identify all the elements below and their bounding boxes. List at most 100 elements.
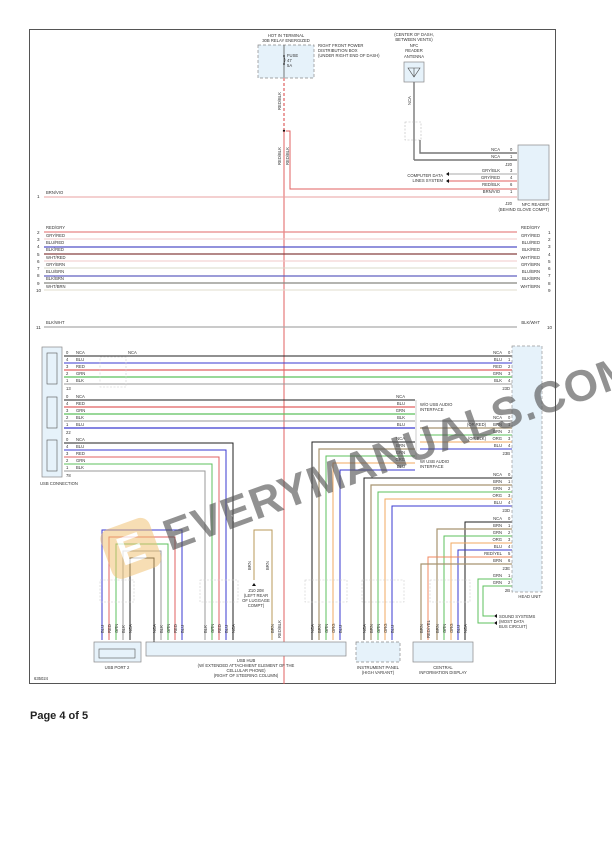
svg-text:INTERFACE: INTERFACE bbox=[420, 407, 444, 412]
svg-text:4: 4 bbox=[548, 252, 551, 257]
svg-text:BLU: BLU bbox=[397, 464, 405, 469]
data-arrow-icon bbox=[446, 172, 449, 183]
svg-text:0: 0 bbox=[66, 437, 69, 442]
svg-text:GRY/BLK: GRY/BLK bbox=[482, 168, 500, 173]
ground-wire-label-2: BRN bbox=[265, 561, 270, 570]
svg-text:23D: 23D bbox=[502, 508, 510, 513]
svg-text:1: 1 bbox=[508, 573, 511, 578]
svg-text:22: 22 bbox=[66, 430, 71, 435]
svg-text:NCA: NCA bbox=[491, 154, 500, 159]
central-display-box bbox=[412, 641, 474, 663]
bus-wires bbox=[44, 231, 517, 328]
svg-text:BLK: BLK bbox=[494, 378, 502, 383]
nfc-antenna-label-2: BETWEEN VENTS) bbox=[395, 37, 433, 42]
svg-text:3: 3 bbox=[508, 493, 511, 498]
svg-text:ORG: ORG bbox=[492, 537, 502, 542]
svg-text:BLK/RED: BLK/RED bbox=[522, 247, 540, 252]
svg-text:BLU: BLU bbox=[456, 625, 461, 633]
svg-text:GRN: GRN bbox=[76, 408, 85, 413]
svg-text:GRY/RED: GRY/RED bbox=[46, 233, 65, 238]
svg-text:23B: 23B bbox=[503, 451, 511, 456]
svg-text:9: 9 bbox=[548, 288, 551, 293]
svg-text:4: 4 bbox=[66, 444, 69, 449]
svg-text:BRN: BRN bbox=[493, 422, 502, 427]
nfc-antenna-label-4: READER bbox=[405, 48, 422, 53]
svg-text:6: 6 bbox=[508, 558, 511, 563]
svg-text:GRY/BRN: GRY/BRN bbox=[521, 262, 540, 267]
svg-text:BRN: BRN bbox=[396, 443, 405, 448]
svg-text:NCA: NCA bbox=[493, 350, 502, 355]
svg-text:4: 4 bbox=[508, 378, 511, 383]
svg-text:BLK: BLK bbox=[76, 465, 84, 470]
nfc-antenna-label-1: (CENTER OF DASH, bbox=[394, 32, 434, 37]
svg-text:8: 8 bbox=[548, 281, 551, 286]
power-title-1: HOT IN TERMINAL bbox=[268, 33, 305, 38]
figure-id: 635024 bbox=[34, 676, 49, 681]
ground-icon bbox=[252, 583, 256, 586]
svg-text:RED: RED bbox=[173, 624, 178, 633]
svg-text:WHT/RED: WHT/RED bbox=[520, 255, 540, 260]
usb-connection-box bbox=[41, 346, 63, 478]
svg-text:BLU: BLU bbox=[76, 422, 84, 427]
svg-text:9: 9 bbox=[37, 281, 40, 286]
w-usb-interface-wires bbox=[311, 441, 415, 640]
svg-text:BLU: BLU bbox=[397, 401, 405, 406]
svg-text:4: 4 bbox=[508, 500, 511, 505]
svg-text:4: 4 bbox=[66, 357, 69, 362]
power-distribution-box bbox=[257, 44, 315, 79]
instrument-panel-label-2: (HIGH VARIANT) bbox=[362, 670, 395, 675]
svg-text:GRN: GRN bbox=[76, 458, 85, 463]
svg-text:ORG: ORG bbox=[331, 623, 336, 633]
ground-loc-3: COMPT) bbox=[248, 603, 265, 608]
svg-text:BRN: BRN bbox=[435, 624, 440, 633]
wo-usb-interface-labels: NCA BLU GRN BLK BLU W/O USB AUDIO INTERF… bbox=[396, 394, 453, 427]
or-blk-note: (OR BLK) bbox=[468, 436, 487, 441]
svg-text:BLU/BRN: BLU/BRN bbox=[46, 269, 64, 274]
head-unit-label: HEAD UNIT bbox=[518, 594, 541, 599]
svg-text:5: 5 bbox=[508, 551, 511, 556]
svg-text:GRN: GRN bbox=[493, 573, 502, 578]
or-red-note: (OR RED) bbox=[467, 422, 487, 427]
svg-text:0: 0 bbox=[508, 415, 511, 420]
svg-text:NCA: NCA bbox=[362, 624, 367, 633]
svg-text:GRN: GRN bbox=[493, 530, 502, 535]
svg-text:5: 5 bbox=[37, 252, 40, 257]
w-usb-interface-labels: NCA BRN GRN ORG BLU W/ USB AUDIO INTERFA… bbox=[395, 436, 449, 469]
ground-loc-1: (LEFT REAR bbox=[244, 593, 268, 598]
svg-text:BLK: BLK bbox=[121, 625, 126, 633]
svg-text:1: 1 bbox=[508, 523, 511, 528]
svg-text:BLK/WHT: BLK/WHT bbox=[521, 320, 540, 325]
svg-text:NCA: NCA bbox=[463, 624, 468, 633]
sound-bus-label-2: (MOST DATA bbox=[499, 619, 524, 624]
svg-text:1: 1 bbox=[66, 378, 69, 383]
svg-text:2: 2 bbox=[508, 429, 511, 434]
svg-text:4: 4 bbox=[508, 544, 511, 549]
usb-hub-label-4: (RIGHT OF STEERING COLUMN) bbox=[214, 673, 279, 678]
svg-text:GRN: GRN bbox=[396, 450, 405, 455]
sound-bus-arrow-icon bbox=[494, 614, 497, 625]
svg-text:0: 0 bbox=[508, 350, 511, 355]
svg-text:BLU: BLU bbox=[390, 625, 395, 633]
usb-c3-wires bbox=[64, 442, 234, 640]
svg-text:3: 3 bbox=[66, 364, 69, 369]
svg-text:BRN: BRN bbox=[369, 624, 374, 633]
svg-text:GRN: GRN bbox=[376, 624, 381, 633]
svg-text:23D: 23D bbox=[502, 386, 510, 391]
svg-text:1: 1 bbox=[508, 479, 511, 484]
svg-text:GRN: GRN bbox=[493, 371, 502, 376]
svg-text:6: 6 bbox=[548, 266, 551, 271]
svg-text:2: 2 bbox=[508, 530, 511, 535]
svg-text:NCA: NCA bbox=[128, 350, 137, 355]
svg-text:BLU/RED: BLU/RED bbox=[46, 240, 64, 245]
central-display-label-1: CENTRAL bbox=[433, 665, 453, 670]
usb-port2-wires bbox=[99, 529, 471, 640]
svg-text:ORG: ORG bbox=[449, 623, 454, 633]
svg-text:4: 4 bbox=[66, 401, 69, 406]
svg-text:WHT/RED: WHT/RED bbox=[46, 255, 66, 260]
svg-text:RED/GRY: RED/GRY bbox=[521, 225, 540, 230]
computer-data-label: COMPUTER DATA bbox=[407, 173, 443, 178]
